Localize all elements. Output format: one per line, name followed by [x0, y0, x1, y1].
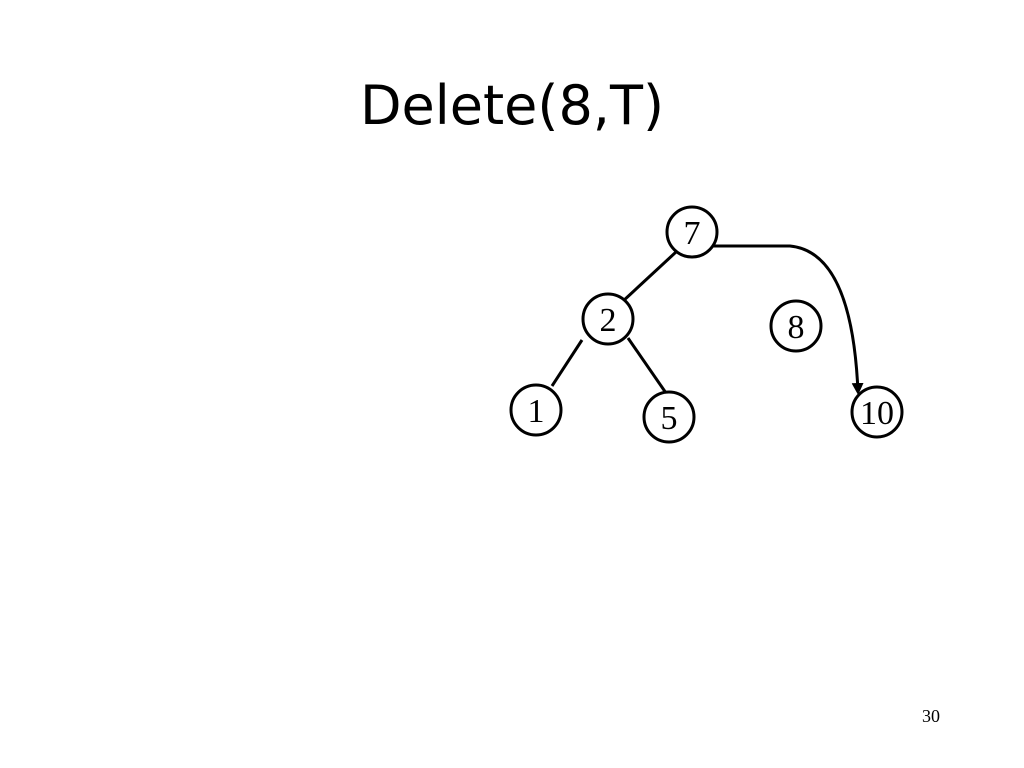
tree-node-7: 7 [665, 205, 719, 259]
edge-2-5 [626, 337, 668, 394]
node-label-10: 10 [860, 395, 894, 432]
node-label-5: 5 [661, 400, 678, 437]
node-label-8: 8 [788, 309, 805, 346]
edge-2-1 [550, 339, 584, 387]
edge-7-10-arrow [712, 244, 864, 395]
page-number: 30 [922, 706, 940, 726]
edge-7-2 [620, 250, 678, 304]
node-label-7: 7 [684, 215, 701, 252]
node-label-2: 2 [600, 302, 617, 339]
tree-node-8: 8 [769, 299, 823, 353]
tree-node-2: 2 [581, 292, 635, 346]
tree-node-5: 5 [642, 390, 696, 444]
node-label-1: 1 [528, 393, 545, 430]
slide-title: Delete(8,T) [359, 74, 665, 137]
tree-node-1: 1 [509, 383, 563, 437]
tree-node-10: 10 [850, 385, 904, 439]
